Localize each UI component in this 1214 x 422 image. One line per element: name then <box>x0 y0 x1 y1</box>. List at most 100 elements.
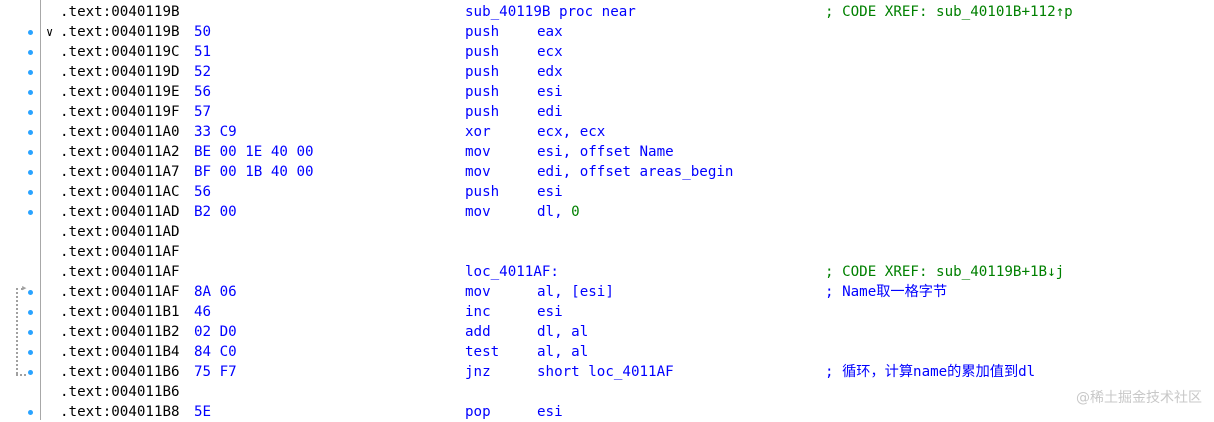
instruction-operands[interactable]: dl, al <box>537 324 589 340</box>
line-comment: ; CODE XREF: sub_40119B+1B↓j <box>825 264 1065 280</box>
code-label[interactable]: sub_40119B proc near <box>465 4 636 20</box>
breakpoint-dot-icon[interactable] <box>28 310 33 315</box>
breakpoint-dot-icon[interactable] <box>28 210 33 215</box>
instruction-mnemonic: push <box>465 184 500 200</box>
instruction-operands[interactable]: esi <box>537 84 563 100</box>
instruction-operands[interactable]: edi <box>537 104 563 120</box>
breakpoint-dot-icon[interactable] <box>28 30 33 35</box>
opcode-bytes: 46 <box>194 304 212 320</box>
opcode-bytes: 5E <box>194 404 212 420</box>
line-address: .text:004011AF <box>60 284 180 300</box>
instruction-mnemonic: push <box>465 44 500 60</box>
instruction-operands[interactable]: ecx <box>537 44 563 60</box>
instruction-operands[interactable]: edi, offset areas_begin <box>537 164 734 180</box>
breakpoint-dot-icon[interactable] <box>28 90 33 95</box>
disasm-line[interactable]: .text:004011A0 33 C9 xor ecx, ecx <box>0 122 1214 142</box>
opcode-bytes: 56 <box>194 84 212 100</box>
breakpoint-dot-icon[interactable] <box>28 150 33 155</box>
line-comment: ; 循环，计算name的累加值到dl <box>825 364 1036 380</box>
disasm-line[interactable]: .text:004011AF loc_4011AF: ; CODE XREF: su… <box>0 262 1214 282</box>
line-comment: ; Name取一格字节 <box>825 284 948 300</box>
disasm-line[interactable]: .text:004011B6 <box>0 382 1214 402</box>
disasm-line[interactable]: .text:0040119E 56 push esi <box>0 82 1214 102</box>
breakpoint-dot-icon[interactable] <box>28 130 33 135</box>
instruction-operands[interactable]: edx <box>537 64 563 80</box>
disasm-line[interactable]: .text:004011AF <box>0 242 1214 262</box>
opcode-bytes: 02 D0 <box>194 324 237 340</box>
instruction-operands[interactable]: al, [esi] <box>537 284 614 300</box>
opcode-bytes: B2 00 <box>194 204 237 220</box>
breakpoint-dot-icon[interactable] <box>28 350 33 355</box>
line-address: .text:004011B4 <box>60 344 180 360</box>
opcode-bytes: 50 <box>194 24 212 40</box>
breakpoint-dot-icon[interactable] <box>28 170 33 175</box>
disasm-line[interactable]: .text:0040119F 57 push edi <box>0 102 1214 122</box>
line-address: .text:004011AD <box>60 204 180 220</box>
opcode-bytes: 33 C9 <box>194 124 237 140</box>
opcode-bytes: BF 00 1B 40 00 <box>194 164 314 180</box>
instruction-mnemonic: add <box>465 324 491 340</box>
collapse-chevron-icon[interactable]: ∨ <box>46 25 54 39</box>
instruction-operands[interactable]: dl, 0 <box>537 204 580 220</box>
line-address: .text:004011AF <box>60 244 180 260</box>
breakpoint-dot-icon[interactable] <box>28 110 33 115</box>
line-address: .text:004011A2 <box>60 144 180 160</box>
instruction-operands[interactable]: eax <box>537 24 563 40</box>
breakpoint-dot-icon[interactable] <box>28 410 33 415</box>
opcode-bytes: 51 <box>194 44 212 60</box>
line-address: .text:0040119F <box>60 104 180 120</box>
jump-arrow-top <box>16 288 23 290</box>
instruction-operands[interactable]: esi <box>537 304 563 320</box>
breakpoint-dot-icon[interactable] <box>28 330 33 335</box>
instruction-operands[interactable]: esi, offset Name <box>537 144 674 160</box>
line-address: .text:0040119B <box>60 4 180 20</box>
breakpoint-dot-icon[interactable] <box>28 70 33 75</box>
jump-arrow-bottom <box>16 374 26 376</box>
line-address: .text:004011AF <box>60 264 180 280</box>
breakpoint-dot-icon[interactable] <box>28 290 33 295</box>
line-address: .text:0040119E <box>60 84 180 100</box>
line-address: .text:0040119B <box>60 24 180 40</box>
instruction-operands[interactable]: short loc_4011AF <box>537 364 674 380</box>
instruction-operands[interactable]: ecx, ecx <box>537 124 606 140</box>
opcode-bytes: 57 <box>194 104 212 120</box>
opcode-bytes: 75 F7 <box>194 364 237 380</box>
disasm-line[interactable]: .text:004011AD <box>0 222 1214 242</box>
breakpoint-dot-icon[interactable] <box>28 50 33 55</box>
code-label[interactable]: loc_4011AF: <box>465 264 559 280</box>
instruction-mnemonic: mov <box>465 164 491 180</box>
breakpoint-dot-icon[interactable] <box>28 370 33 375</box>
opcode-bytes: 84 C0 <box>194 344 237 360</box>
instruction-mnemonic: mov <box>465 284 491 300</box>
breakpoint-dot-icon[interactable] <box>28 190 33 195</box>
instruction-mnemonic: push <box>465 104 500 120</box>
instruction-mnemonic: mov <box>465 144 491 160</box>
line-address: .text:004011A0 <box>60 124 180 140</box>
instruction-mnemonic: xor <box>465 124 491 140</box>
jump-arrow-line <box>16 288 18 374</box>
instruction-operands[interactable]: esi <box>537 404 563 420</box>
opcode-bytes: 52 <box>194 64 212 80</box>
instruction-mnemonic: push <box>465 84 500 100</box>
line-address: .text:004011B8 <box>60 404 180 420</box>
instruction-operands[interactable]: esi <box>537 184 563 200</box>
gutter-divider <box>40 0 41 420</box>
instruction-mnemonic: inc <box>465 304 491 320</box>
instruction-operands[interactable]: al, al <box>537 344 589 360</box>
line-address: .text:004011AD <box>60 224 180 240</box>
